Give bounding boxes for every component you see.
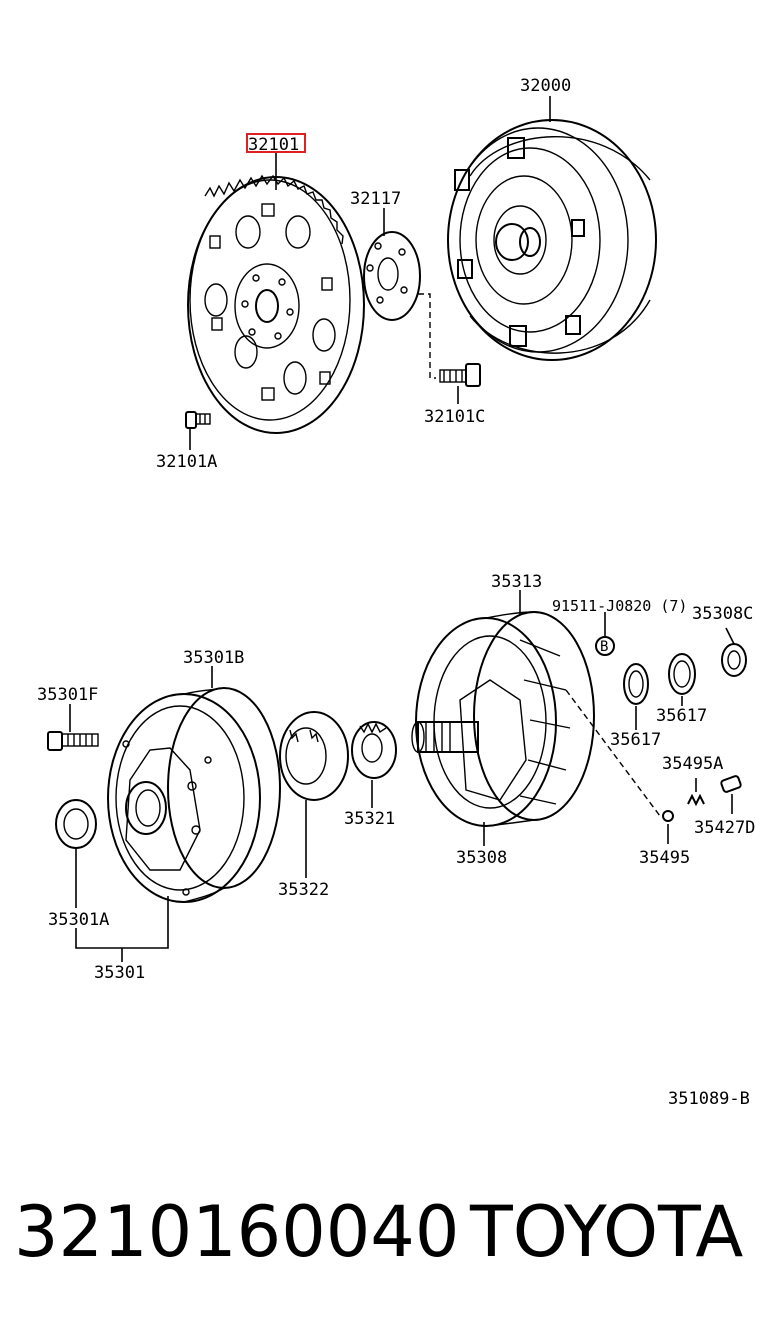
gear-35322 bbox=[279, 711, 349, 801]
highlight-box-32101 bbox=[246, 133, 306, 153]
label-35301F: 35301F bbox=[37, 685, 98, 705]
drive-plate-32101 bbox=[187, 174, 365, 434]
label-32101C: 32101C bbox=[424, 407, 485, 427]
footer-brand: TOYOTA bbox=[469, 1191, 743, 1273]
seal-ring-35617-a bbox=[623, 663, 649, 705]
pin-35427D bbox=[720, 775, 742, 814]
label-35301: 35301 bbox=[94, 963, 145, 983]
label-32101A: 32101A bbox=[156, 452, 217, 472]
bolt-32101C bbox=[439, 363, 481, 387]
ball-35495 bbox=[662, 810, 674, 844]
label-35495A: 35495A bbox=[662, 754, 723, 774]
label-35301A: 35301A bbox=[48, 910, 109, 930]
pump-body-35301 bbox=[107, 687, 281, 903]
label-35617-b: 35617 bbox=[656, 706, 707, 726]
alignment-dashed-line bbox=[418, 293, 436, 379]
label-91511-J0820: 91511-J0820 (7) bbox=[552, 597, 687, 615]
stator-shaft-35308 bbox=[411, 611, 595, 827]
label-35313: 35313 bbox=[491, 572, 542, 592]
label-35617-a: 35617 bbox=[610, 730, 661, 750]
seal-ring-35617-b bbox=[668, 653, 696, 695]
label-35495: 35495 bbox=[639, 848, 690, 868]
spring-35495A bbox=[687, 778, 705, 807]
bolt-32101A bbox=[185, 411, 211, 429]
footer-part-number: 3210160040 bbox=[14, 1191, 459, 1273]
label-35301B: 35301B bbox=[183, 648, 244, 668]
label-35427D: 35427D bbox=[694, 818, 755, 838]
label-35308C: 35308C bbox=[692, 604, 753, 624]
label-32000: 32000 bbox=[520, 76, 571, 96]
alignment-dashed-line-2 bbox=[565, 689, 661, 817]
circle-b-letter: B bbox=[600, 639, 608, 655]
circle-b-marker: B bbox=[595, 612, 615, 656]
gear-35321 bbox=[351, 721, 397, 779]
label-32101: 32101 bbox=[248, 135, 299, 155]
label-35308: 35308 bbox=[456, 848, 507, 868]
label-32117: 32117 bbox=[350, 189, 401, 209]
label-35321: 35321 bbox=[344, 809, 395, 829]
diagram-reference: 351089-B bbox=[668, 1089, 750, 1109]
torque-converter-32000 bbox=[447, 119, 657, 361]
plate-32117 bbox=[363, 231, 421, 321]
bushing-35308C bbox=[721, 627, 747, 677]
label-35322: 35322 bbox=[278, 880, 329, 900]
seal-35301A bbox=[55, 799, 97, 849]
bolt-35301F bbox=[47, 731, 99, 751]
